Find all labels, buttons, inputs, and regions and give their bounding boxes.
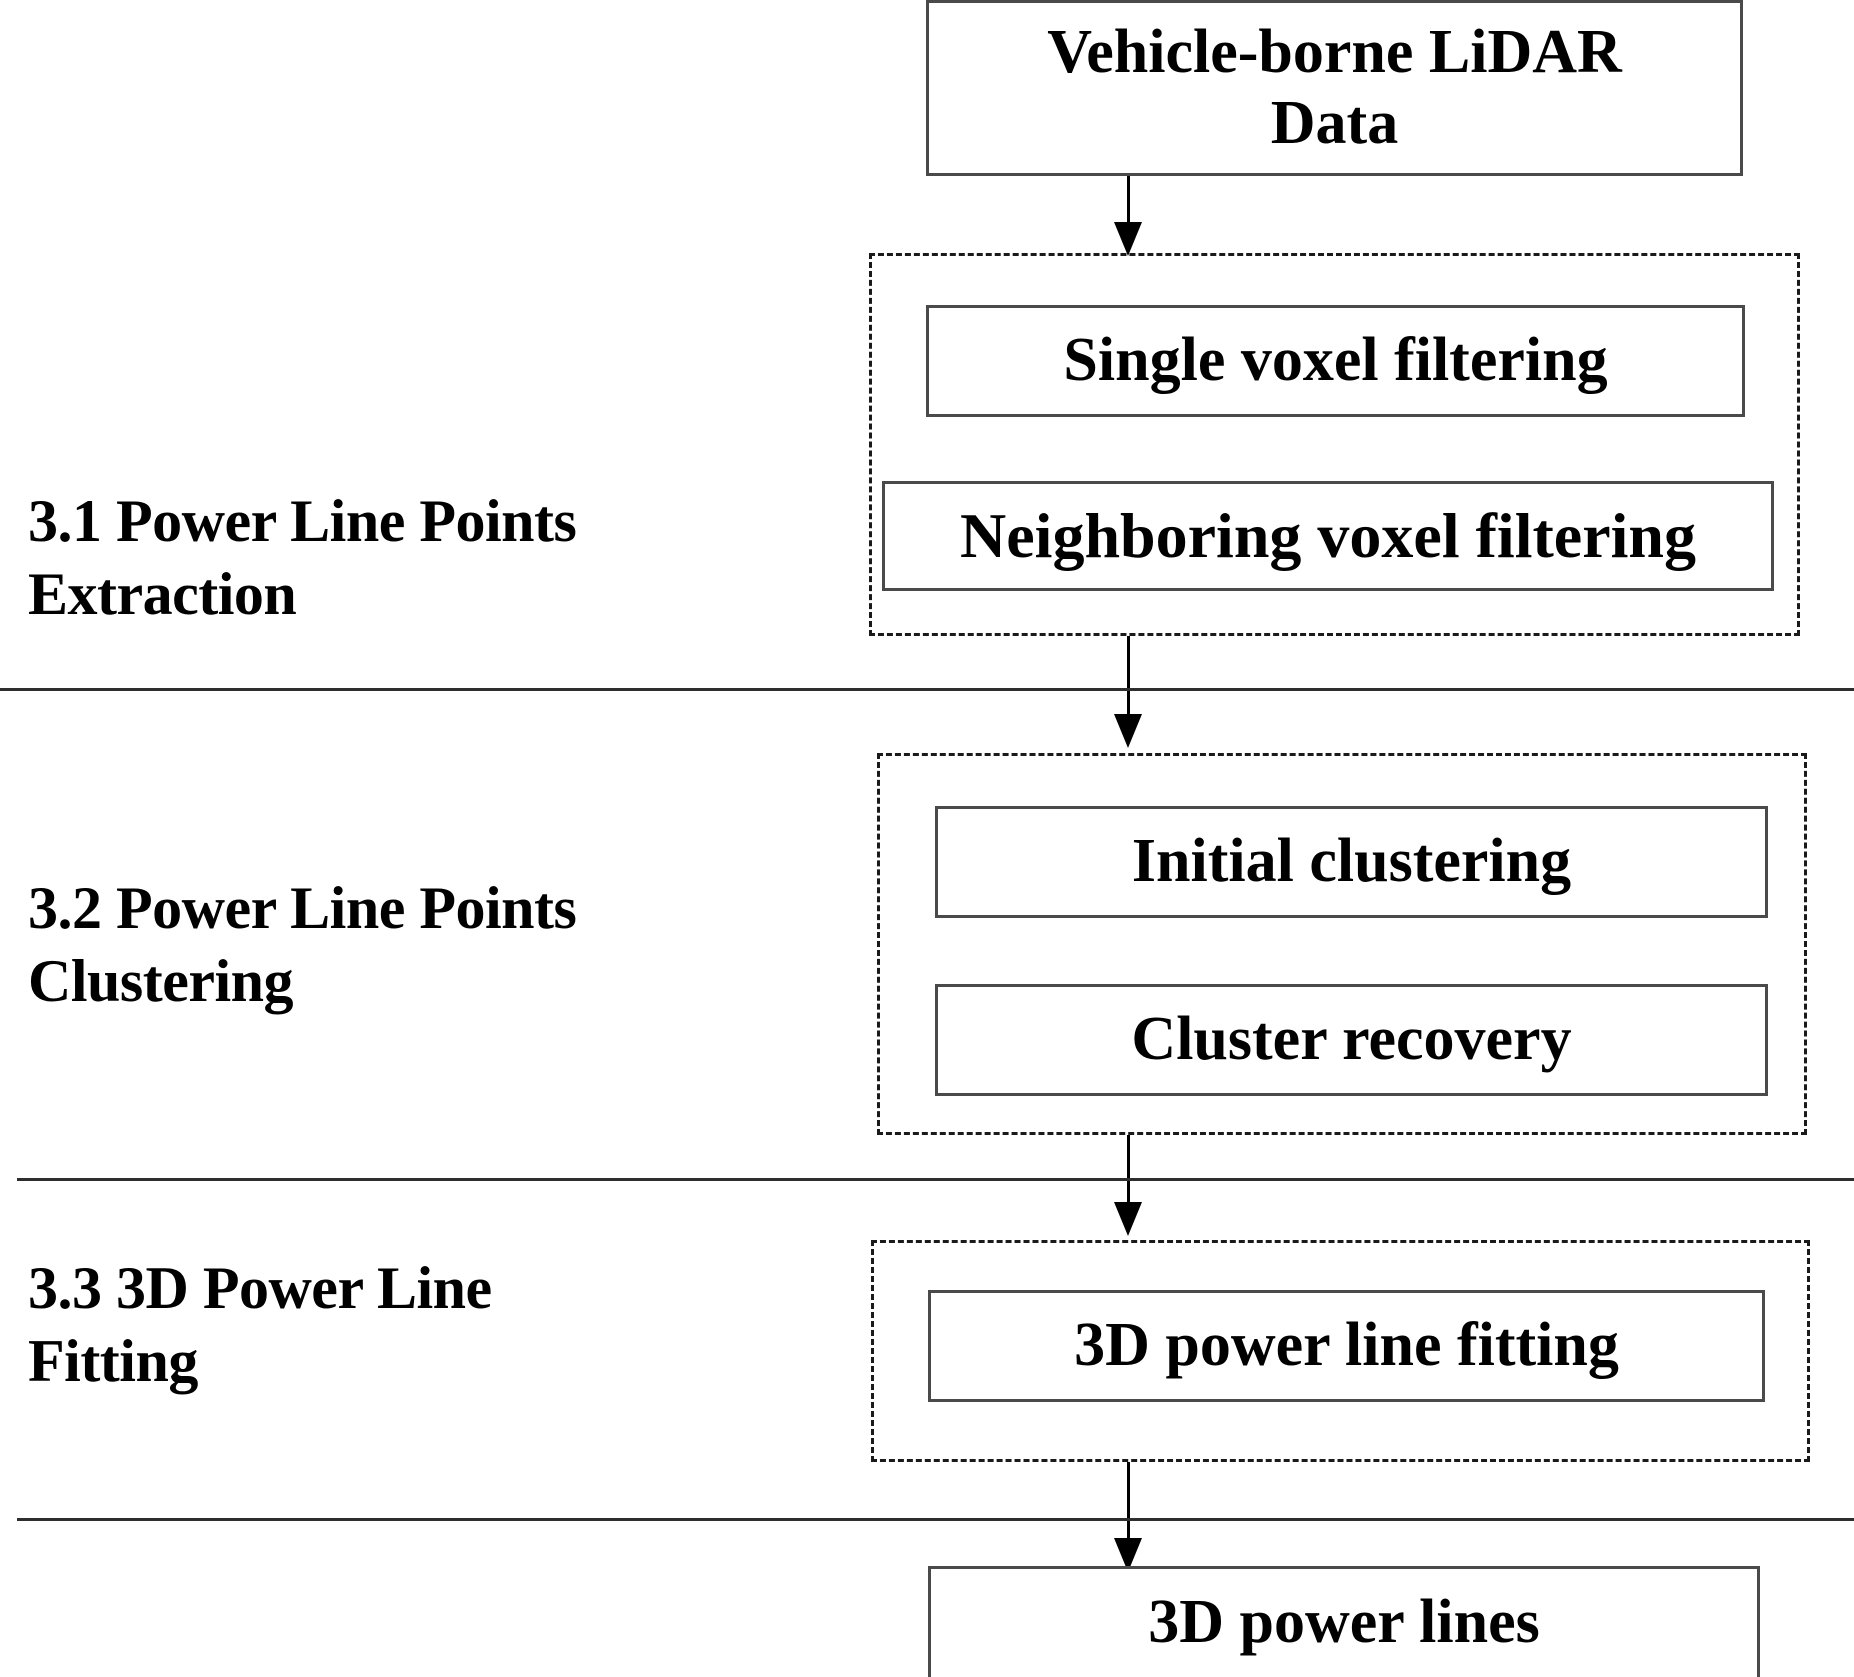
- group-box-power-line-points-clustering: [877, 753, 1807, 1135]
- arrow-input-to-extraction-head: [1114, 222, 1142, 256]
- section-divider-2: [17, 1178, 1854, 1181]
- section-divider-3: [17, 1518, 1854, 1521]
- arrow-clustering-to-fitting-head: [1114, 1202, 1142, 1236]
- step-box-neighboring-voxel-filtering-label: Neighboring voxel filtering: [960, 500, 1696, 572]
- input-box-vehicle-borne-lidar-data[interactable]: Vehicle-borne LiDAR Data: [926, 0, 1743, 176]
- group-box-power-line-points-extraction: [869, 253, 1800, 636]
- output-box-label: 3D power lines: [1148, 1588, 1540, 1657]
- arrow-extraction-to-clustering-line: [1127, 636, 1130, 720]
- section-divider-1: [0, 688, 1854, 691]
- output-box-3d-power-lines[interactable]: 3D power lines: [928, 1566, 1760, 1677]
- step-box-neighboring-voxel-filtering[interactable]: Neighboring voxel filtering: [882, 481, 1774, 591]
- step-box-single-voxel-filtering[interactable]: Single voxel filtering: [926, 305, 1745, 417]
- arrow-input-to-extraction-line: [1127, 176, 1130, 232]
- section-label-3-2: 3.2 Power Line Points Clustering: [28, 875, 577, 1015]
- step-box-single-voxel-filtering-label: Single voxel filtering: [1063, 326, 1608, 395]
- section-label-3-1: 3.1 Power Line Points Extraction: [28, 488, 577, 628]
- input-box-label: Vehicle-borne LiDAR Data: [1047, 17, 1622, 157]
- step-box-cluster-recovery-label: Cluster recovery: [1131, 1005, 1572, 1074]
- arrow-extraction-to-clustering-head: [1114, 714, 1142, 748]
- arrow-fitting-to-output-line: [1127, 1462, 1130, 1544]
- step-box-initial-clustering-label: Initial clustering: [1131, 827, 1572, 896]
- arrow-clustering-to-fitting-line: [1127, 1135, 1130, 1207]
- group-box-3d-power-line-fitting: [871, 1240, 1810, 1462]
- step-box-3d-power-line-fitting[interactable]: 3D power line fitting: [928, 1290, 1765, 1402]
- step-box-initial-clustering[interactable]: Initial clustering: [935, 806, 1768, 918]
- section-label-3-3: 3.3 3D Power Line Fitting: [28, 1255, 492, 1395]
- step-box-cluster-recovery[interactable]: Cluster recovery: [935, 984, 1768, 1096]
- step-box-3d-power-line-fitting-label: 3D power line fitting: [1074, 1311, 1619, 1380]
